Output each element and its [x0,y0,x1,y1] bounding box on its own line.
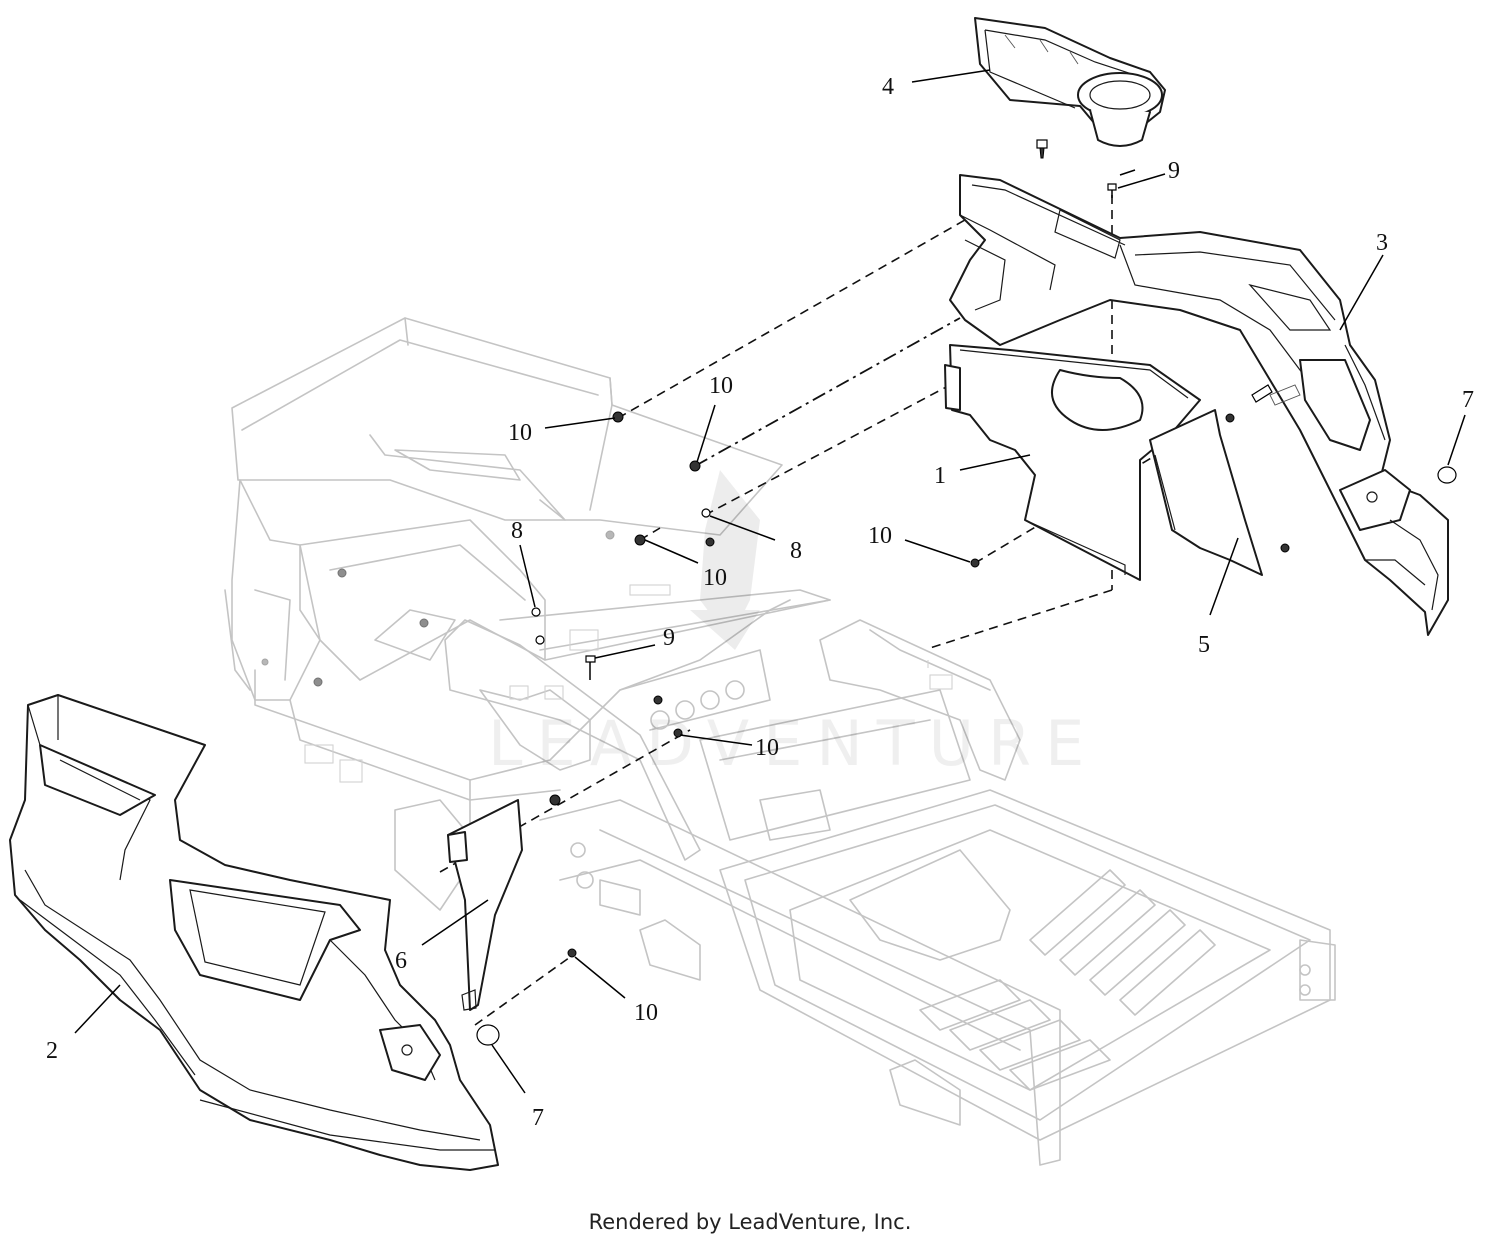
knob-7-right[interactable] [1437,466,1457,484]
callout-7-left: 7 [532,1105,544,1131]
callout-5: 5 [1198,632,1210,658]
callout-10-lower-mid: 10 [755,735,779,761]
watermark-logo [690,470,760,650]
callout-8-left: 8 [511,518,523,544]
callout-6: 6 [395,948,407,974]
callout-10-upper-left: 10 [508,420,532,446]
render-credit: Rendered by LeadVenture, Inc. [588,1210,912,1234]
knob-7-left[interactable] [476,1024,500,1046]
callout-4: 4 [882,74,894,100]
watermark-text: LEADVENTURE [488,707,1098,780]
callout-9-top: 9 [1168,158,1180,184]
callout-8-right: 8 [790,538,802,564]
part-1-center-panel[interactable] [944,344,1201,581]
callout-10-center: 10 [868,523,892,549]
hardware-fasteners [476,183,1457,1046]
part-5-side-panel[interactable] [1149,409,1263,576]
leader-lines [74,69,1466,1094]
callout-7-right: 7 [1462,387,1474,413]
callout-10-upper-mid: 10 [709,373,733,399]
callout-10-lower: 10 [634,1000,658,1026]
part-6-left-side-panel[interactable] [447,799,523,1011]
callout-9-mid: 9 [663,625,675,651]
mower-frame-ghost [224,317,1336,1166]
callout-3: 3 [1376,230,1388,256]
callout-2: 2 [46,1038,58,1064]
part-4-cup-holder-tray[interactable] [974,17,1166,159]
callout-1: 1 [934,463,946,489]
callout-10-mid: 10 [703,565,727,591]
part-3-right-fender[interactable] [949,174,1449,636]
assembly-lines [439,195,1216,1026]
part-2-left-fender[interactable] [9,694,499,1171]
callout-labels: 4 9 3 7 1 10 5 10 10 10 8 8 9 10 6 10 2 … [46,74,1474,1131]
